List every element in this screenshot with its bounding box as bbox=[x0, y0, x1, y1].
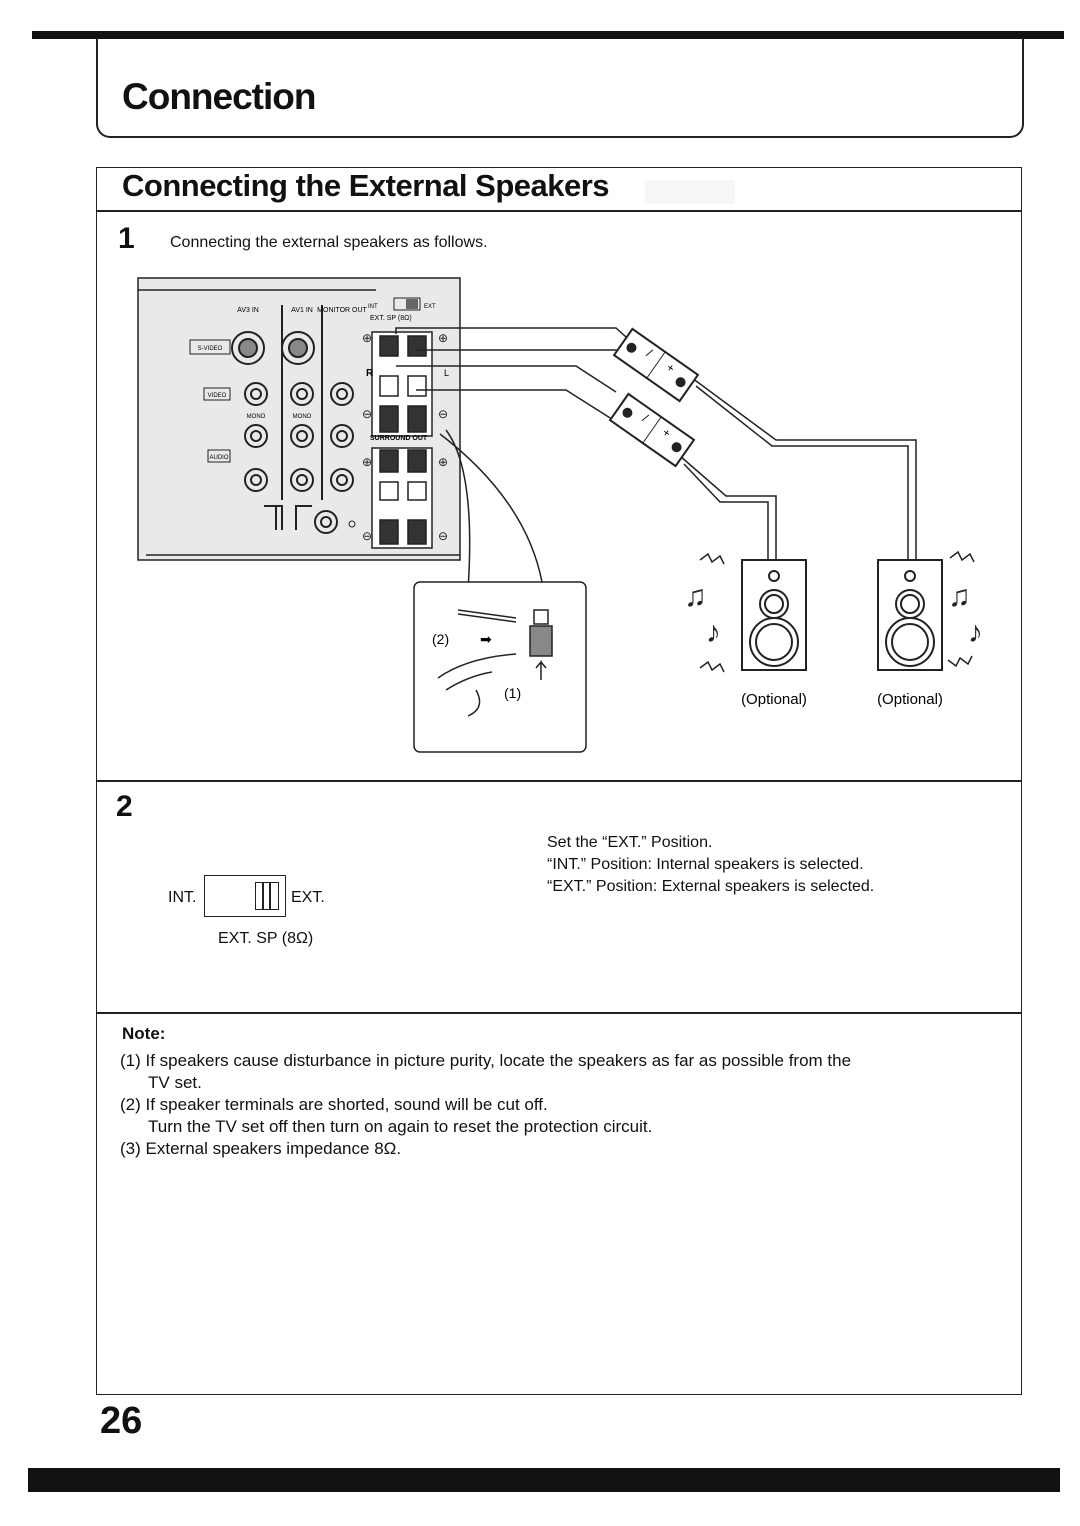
terminal-l-label: L bbox=[444, 368, 449, 378]
speaker-left-label: (Optional) bbox=[741, 691, 807, 708]
ext-label: EXT. bbox=[291, 889, 325, 906]
step-2-line-3: “EXT.” Position: External speakers is se… bbox=[547, 878, 875, 895]
note-item-3: (3) External speakers impedance 8Ω. bbox=[120, 1138, 1000, 1160]
video-jacks bbox=[244, 382, 354, 406]
note-list: (1) If speakers cause disturbance in pic… bbox=[120, 1050, 1000, 1160]
svg-text:/: / bbox=[644, 346, 655, 360]
note-item-2: (2) If speaker terminals are shorted, so… bbox=[120, 1094, 1000, 1138]
note-item-2-cont: Turn the TV set off then turn on again t… bbox=[148, 1117, 653, 1136]
svg-text:⊕: ⊕ bbox=[362, 455, 372, 469]
speaker-connector-1: /+ bbox=[612, 327, 700, 403]
svg-text:⊖: ⊖ bbox=[438, 407, 448, 421]
int-label: INT. bbox=[168, 889, 197, 906]
svg-text:➡: ➡ bbox=[480, 631, 492, 647]
panel-ext-sp-label: EXT. SP (8Ω) bbox=[370, 315, 412, 322]
speaker-connector-2: /+ bbox=[608, 392, 696, 468]
svg-text:⊕: ⊕ bbox=[438, 331, 448, 345]
audio-jacks bbox=[244, 424, 354, 492]
panel-ext-label: EXT bbox=[424, 304, 436, 310]
top-rule bbox=[32, 31, 1064, 39]
svg-text:⊖: ⊖ bbox=[362, 407, 372, 421]
note-item-1-num: (1) bbox=[120, 1051, 141, 1070]
note-item-2-num: (2) bbox=[120, 1095, 141, 1114]
switch-knob bbox=[255, 882, 279, 910]
section-title: Connecting the External Speakers bbox=[122, 168, 610, 203]
sound-wave-icons bbox=[699, 550, 975, 673]
bottom-rule bbox=[28, 1468, 1060, 1492]
mono-label-2: MONO bbox=[293, 414, 312, 420]
speaker-right-icon bbox=[877, 559, 943, 671]
svg-text:⊕: ⊕ bbox=[362, 331, 372, 345]
inset-step-2: (2) bbox=[432, 631, 449, 647]
svg-text:⊖: ⊖ bbox=[362, 529, 372, 543]
note-item-3-num: (3) bbox=[120, 1139, 141, 1158]
speaker-right-label: (Optional) bbox=[877, 691, 943, 708]
panel-switch bbox=[393, 297, 421, 311]
note-item-1-text: If speakers cause disturbance in picture… bbox=[145, 1051, 852, 1070]
svg-text:/: / bbox=[640, 411, 651, 425]
note-item-2-text: If speaker terminals are shorted, sound … bbox=[145, 1095, 548, 1114]
step-2-number: 2 bbox=[116, 790, 133, 823]
note-heading: Note: bbox=[122, 1024, 166, 1043]
video-tag bbox=[203, 387, 231, 401]
note-item-1-cont: TV set. bbox=[148, 1073, 202, 1092]
header-frame bbox=[96, 38, 1024, 138]
step-divider bbox=[96, 780, 1022, 782]
antenna-jack bbox=[314, 510, 338, 534]
svg-text:⊖: ⊖ bbox=[438, 529, 448, 543]
speaker-cables bbox=[395, 327, 917, 560]
note-divider bbox=[96, 1012, 1022, 1014]
monitor-out-label: MONITOR OUT bbox=[317, 307, 367, 314]
svg-text:♫: ♫ bbox=[684, 580, 707, 613]
svg-text:♪: ♪ bbox=[706, 616, 721, 649]
section-divider bbox=[96, 210, 1022, 212]
page-number: 26 bbox=[100, 1400, 143, 1442]
int-ext-switch bbox=[204, 875, 286, 917]
step-1-number: 1 bbox=[118, 222, 135, 255]
note-item-3-text: External speakers impedance 8Ω. bbox=[145, 1139, 402, 1158]
scan-smudge bbox=[645, 180, 735, 204]
surround-out-label: SURROUND OUT bbox=[370, 435, 428, 442]
speaker-left-icon bbox=[741, 559, 807, 671]
mono-label-1: MONO bbox=[247, 414, 266, 420]
brand-symbol bbox=[264, 505, 312, 530]
terminal-r-label: R bbox=[366, 368, 374, 379]
inset-step-1: (1) bbox=[504, 685, 521, 701]
ext-sp-label: EXT. SP (8Ω) bbox=[218, 930, 314, 947]
svg-text:⊕: ⊕ bbox=[438, 455, 448, 469]
step-2-line-1: Set the “EXT.” Position. bbox=[547, 834, 713, 851]
page-title: Connection bbox=[122, 76, 316, 117]
svg-text:♪: ♪ bbox=[968, 616, 983, 649]
svideo-jacks bbox=[231, 331, 315, 365]
audio-tag bbox=[207, 449, 231, 463]
speaker-terminal-block-upper bbox=[371, 331, 433, 437]
av3-label: AV3 IN bbox=[237, 307, 259, 314]
terminal-detail-inset bbox=[413, 429, 587, 753]
svideo-label: S-VIDEO bbox=[198, 346, 223, 352]
speaker-connection-diagram: AV3 IN AV1 IN MONITOR OUT INT EXT EXT. S… bbox=[137, 277, 983, 753]
svg-text:♫: ♫ bbox=[948, 580, 971, 613]
step-1-text: Connecting the external speakers as foll… bbox=[170, 234, 488, 251]
speaker-terminal-block-lower bbox=[371, 447, 433, 549]
panel-int-label: INT bbox=[368, 304, 378, 310]
audio-label: AUDIO bbox=[209, 455, 228, 461]
svideo-tag bbox=[189, 339, 231, 355]
music-note-icons: ♫♪ ♫♪ bbox=[684, 580, 983, 649]
step-2-line-2: “INT.” Position: Internal speakers is se… bbox=[547, 856, 864, 873]
av1-label: AV1 IN bbox=[291, 307, 313, 314]
video-label: VIDEO bbox=[208, 393, 227, 399]
note-item-1: (1) If speakers cause disturbance in pic… bbox=[120, 1050, 1000, 1094]
